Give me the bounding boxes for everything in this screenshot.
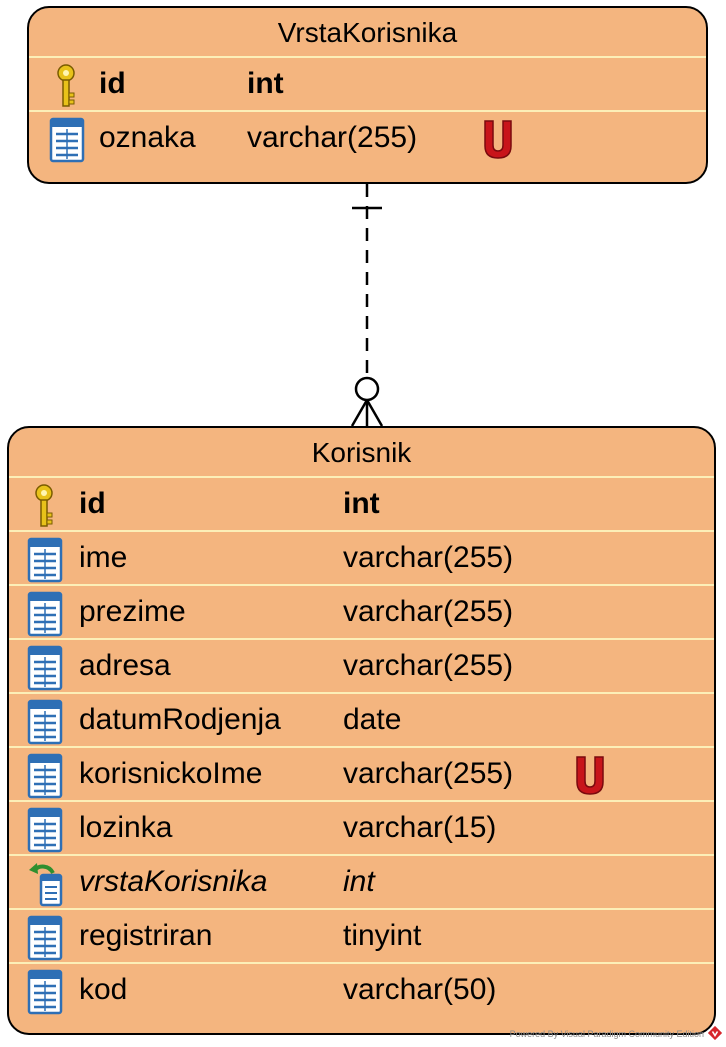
column-icon bbox=[27, 645, 63, 691]
column-row-prezime[interactable]: prezime varchar(255) bbox=[9, 584, 714, 638]
column-name: korisnickoIme bbox=[79, 757, 263, 790]
unique-constraint-icon bbox=[573, 754, 607, 796]
column-type: varchar(255) bbox=[343, 649, 514, 682]
column-type: varchar(15) bbox=[343, 811, 497, 844]
column-name: id bbox=[79, 487, 106, 520]
column-name: oznaka bbox=[99, 121, 196, 154]
entity-vrsta-korisnika[interactable]: VrstaKorisnika id int oznaka varchar(255) bbox=[27, 6, 708, 184]
column-row-korisnickoIme[interactable]: korisnickoIme varchar(255) bbox=[9, 746, 714, 800]
column-type: varchar(255) bbox=[247, 121, 418, 154]
column-row-kod[interactable]: kod varchar(50) bbox=[9, 962, 714, 1016]
foreign-key-icon bbox=[27, 861, 63, 907]
column-row-id[interactable]: id int bbox=[29, 56, 706, 110]
column-row-lozinka[interactable]: lozinka varchar(15) bbox=[9, 800, 714, 854]
entity-korisnik[interactable]: Korisnik id int ime varchar(255) prezime varc… bbox=[7, 426, 716, 1035]
column-icon bbox=[27, 807, 63, 853]
column-row-id[interactable]: id int bbox=[9, 476, 714, 530]
visual-paradigm-logo-icon bbox=[708, 1026, 722, 1040]
column-icon bbox=[27, 753, 63, 799]
column-list: id int oznaka varchar(255) bbox=[29, 56, 706, 164]
column-name: vrstaKorisnika bbox=[79, 865, 268, 898]
column-name: adresa bbox=[79, 649, 171, 682]
column-icon bbox=[27, 969, 63, 1015]
column-type: varchar(255) bbox=[343, 595, 514, 628]
column-icon bbox=[27, 699, 63, 745]
column-row-registriran[interactable]: registriran tinyint bbox=[9, 908, 714, 962]
column-type: varchar(255) bbox=[343, 541, 514, 574]
entity-title: VrstaKorisnika bbox=[277, 17, 458, 48]
entity-title: Korisnik bbox=[311, 437, 412, 468]
column-icon bbox=[27, 915, 63, 961]
column-row-vrstaKorisnika[interactable]: vrstaKorisnika int bbox=[9, 854, 714, 908]
column-type: int bbox=[343, 487, 380, 520]
crowfoot-right bbox=[365, 399, 384, 427]
column-row-adresa[interactable]: adresa varchar(255) bbox=[9, 638, 714, 692]
column-type: int bbox=[247, 67, 284, 100]
column-name: ime bbox=[79, 541, 128, 574]
column-type: tinyint bbox=[343, 919, 422, 952]
column-row-datumRodjenja[interactable]: datumRodjenja date bbox=[9, 692, 714, 746]
column-type: date bbox=[343, 703, 402, 736]
unique-constraint-icon bbox=[481, 118, 515, 160]
column-icon bbox=[27, 537, 63, 583]
column-name: kod bbox=[79, 973, 128, 1006]
column-name: registriran bbox=[79, 919, 213, 952]
column-name: lozinka bbox=[79, 811, 173, 844]
column-name: prezime bbox=[79, 595, 186, 628]
primary-key-icon bbox=[27, 483, 63, 529]
column-type: varchar(50) bbox=[343, 973, 497, 1006]
column-icon bbox=[27, 591, 63, 637]
crowfoot-left bbox=[350, 399, 369, 427]
watermark-text: Powered By Visual Paradigm Community Edi… bbox=[509, 1029, 704, 1039]
primary-key-icon bbox=[49, 63, 85, 109]
column-name: id bbox=[99, 67, 126, 100]
column-type: int bbox=[343, 865, 375, 898]
column-name: datumRodjenja bbox=[79, 703, 281, 736]
column-row-ime[interactable]: ime varchar(255) bbox=[9, 530, 714, 584]
column-icon bbox=[49, 117, 85, 163]
column-row-oznaka[interactable]: oznaka varchar(255) bbox=[29, 110, 706, 164]
zero-circle-marker bbox=[354, 376, 380, 402]
column-type: varchar(255) bbox=[343, 757, 514, 790]
